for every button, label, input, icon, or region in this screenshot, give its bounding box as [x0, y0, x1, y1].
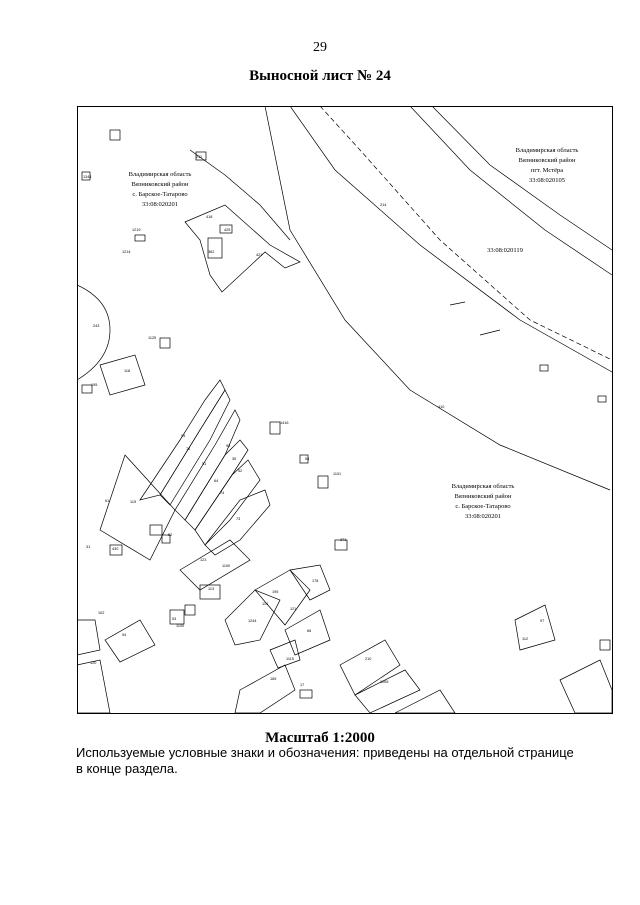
parcel-label: 410: [438, 405, 444, 409]
cadastral-map: Владимирская область Вязниковский район …: [77, 106, 613, 714]
region-label-line: 33:08:020105: [529, 177, 565, 184]
road-edge-mid: [289, 106, 613, 373]
parcel-label: 114: [262, 602, 268, 606]
parcel-label: 211: [196, 155, 202, 159]
parcel-label: 425: [224, 228, 230, 232]
region-label-line: Вязниковский район: [519, 157, 576, 164]
scale-label: Масштаб 1:2000: [265, 730, 375, 746]
parcel-label: 1115: [286, 657, 294, 661]
parcel-label: 113: [208, 587, 214, 591]
parcel-label: 112: [522, 637, 528, 641]
parcel-label: 52: [238, 469, 242, 473]
parcel-label: 73: [236, 517, 240, 521]
region-label-line: Вязниковский район: [132, 181, 189, 188]
region-label-line: с. Барское-Татарово: [455, 503, 510, 510]
parcel-label: 123: [200, 558, 206, 562]
parcel-label: 118: [124, 369, 130, 373]
parcel-label: 195: [272, 590, 278, 594]
parcel-label: 97: [540, 619, 544, 623]
boundary-dashed: [319, 106, 613, 361]
parcel-label: 61: [105, 499, 109, 503]
parcel-label: 74: [220, 491, 224, 495]
parcel-label: 58: [305, 457, 309, 461]
parcel-label: 66: [307, 629, 311, 633]
parcel-label: 165: [270, 677, 276, 681]
parcel-label: 94: [122, 633, 126, 637]
parcel-label: 214: [380, 203, 386, 207]
parcel-label: 93: [226, 444, 230, 448]
parcel-label: 51: [202, 462, 206, 466]
parcel-label: 1100: [222, 564, 230, 568]
parcel-label: 94: [181, 434, 185, 438]
region-label-line: 33:08:020201: [465, 513, 501, 520]
region-boundary: [409, 106, 613, 276]
parcel-label: 421: [256, 253, 262, 257]
parcel-label: 115: [130, 500, 136, 504]
parcel-label: 1416: [280, 421, 288, 425]
region-label-line: Владимирская область: [129, 171, 192, 178]
legend-note: Используемые условные знаки и обозначени…: [76, 745, 574, 776]
parcel-label: 1344: [83, 175, 91, 179]
parcel-label: 1244: [248, 619, 256, 623]
parcel-label: 31: [86, 545, 90, 549]
parcel-label: 1100: [176, 624, 184, 628]
parcel-label: 120: [90, 661, 96, 665]
parcel-label: 418: [206, 215, 212, 219]
parcel-label: 1125: [148, 336, 156, 340]
region-boundary-2: [431, 106, 613, 251]
parcel-label: 52: [168, 533, 172, 537]
parcel-label: 1101: [333, 472, 341, 476]
parcel-label: 102: [98, 611, 104, 615]
parcel-label: 53: [172, 617, 176, 621]
road-edge-left: [264, 106, 611, 491]
parcel-label: 1265: [380, 680, 388, 684]
parcel-label: 35: [232, 457, 236, 461]
parcel-label: 210: [365, 657, 371, 661]
parcel-label: 1214: [122, 250, 130, 254]
region-label-line: пгт. Мстёра: [531, 167, 563, 174]
parcel-label: 178: [312, 579, 318, 583]
region-label-line: с. Барское-Татарово: [132, 191, 187, 198]
region-label-line: Владимирская область: [516, 147, 579, 154]
parcel-label: 76: [186, 447, 190, 451]
page-number: 29: [313, 40, 327, 55]
region-label-line: Владимирская область: [452, 483, 515, 490]
parcel-label: 371: [340, 538, 346, 542]
parcel-label: 362: [208, 250, 214, 254]
region-label-line: 33:08:020201: [142, 201, 178, 208]
parcel-label: 430: [112, 547, 118, 551]
parcel-label: 195: [91, 383, 97, 387]
parcel-label: 121: [290, 607, 296, 611]
parcel-label: 64: [214, 479, 218, 483]
parcel-main: [184, 204, 301, 293]
sheet-title: Выносной лист № 24: [249, 68, 391, 84]
parcel-label: 17: [300, 683, 304, 687]
parcel-label: 243: [93, 324, 99, 328]
region-label-line: Вязниковский район: [455, 493, 512, 500]
region-label-line: 33:08:020119: [487, 247, 523, 254]
parcel-label: 1219: [132, 228, 140, 232]
